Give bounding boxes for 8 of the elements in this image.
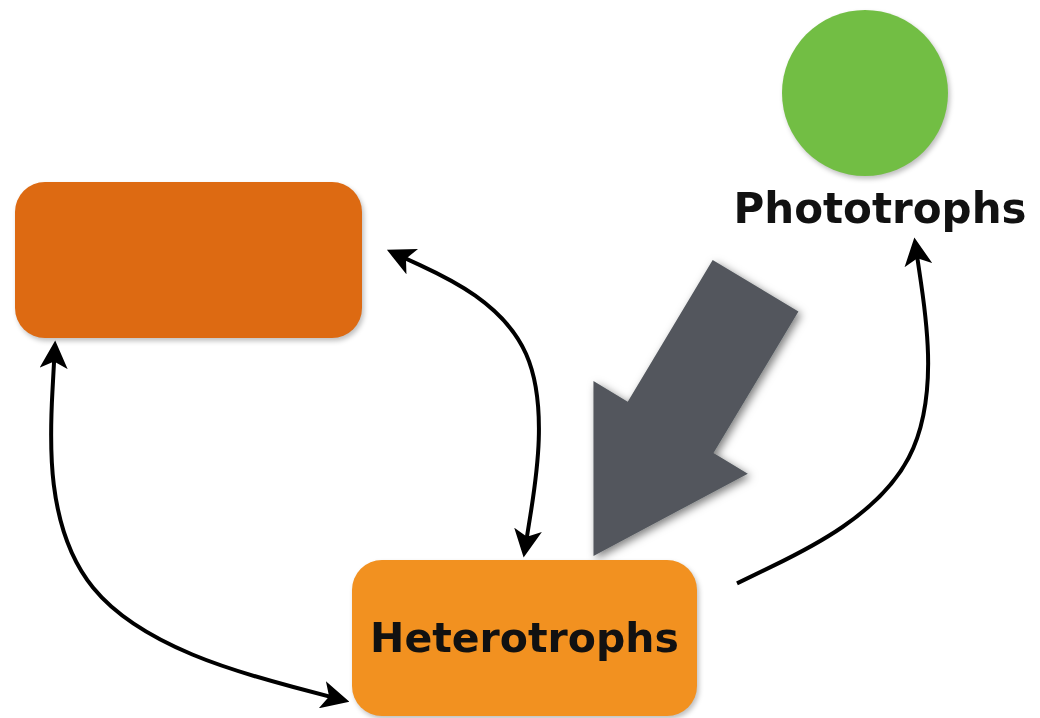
curved-arrow bbox=[386, 248, 542, 558]
rounded-box bbox=[352, 560, 697, 716]
node-label: Phototrophs bbox=[733, 184, 1027, 233]
block-arrow bbox=[593, 260, 799, 556]
rounded-box bbox=[15, 182, 362, 338]
curved-arrow bbox=[736, 237, 933, 586]
curved-arrow bbox=[39, 340, 350, 709]
box-label: Heterotrophs bbox=[370, 614, 679, 662]
